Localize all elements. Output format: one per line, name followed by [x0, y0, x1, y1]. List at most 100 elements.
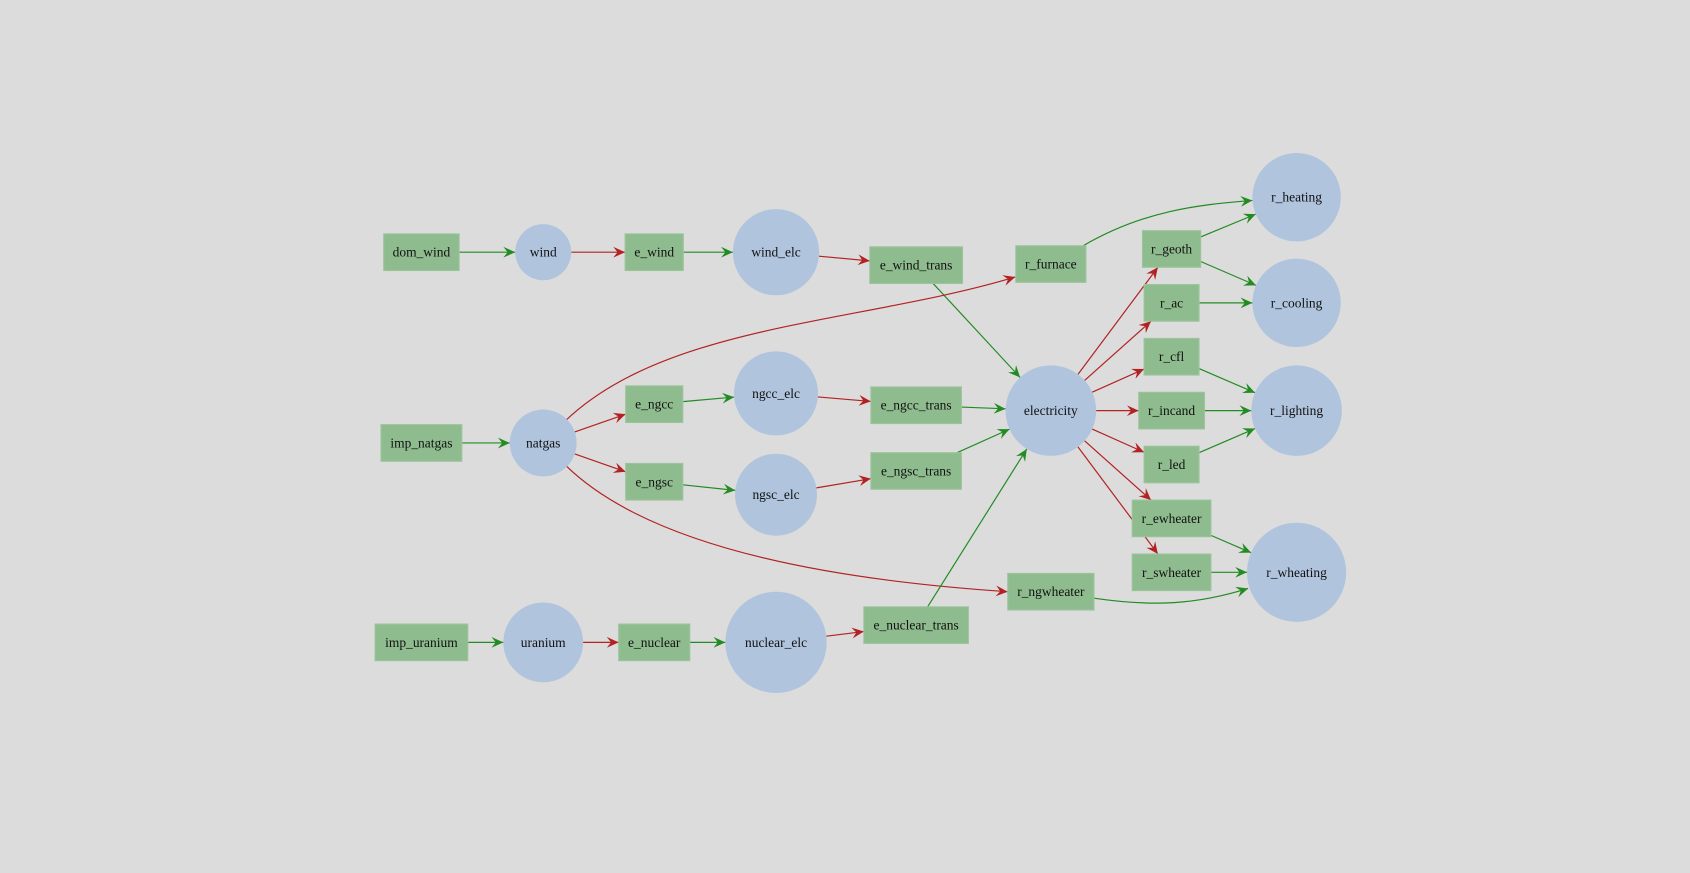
node-imp-natgas[interactable]: imp_natgas	[380, 424, 463, 462]
commodity-circle	[732, 209, 820, 296]
node-label: nuclear_elc	[745, 635, 807, 650]
node-label: dom_wind	[393, 245, 451, 260]
node-label: r_cfl	[1159, 349, 1185, 364]
process-box	[618, 623, 691, 662]
process-box	[1131, 553, 1212, 592]
edge-natgas-to-r_ngwheater	[565, 465, 1008, 597]
node-label: e_ngsc	[636, 474, 673, 489]
node-wind[interactable]: wind	[515, 224, 572, 281]
node-electricity[interactable]: electricity	[1005, 365, 1097, 456]
process-box	[1143, 445, 1200, 484]
node-label: r_lighting	[1270, 403, 1323, 418]
node-label: e_nuclear_trans	[874, 618, 959, 633]
edge-e_nuclear_trans-to-electricity	[927, 448, 1028, 608]
process-box	[1143, 337, 1200, 376]
edge-ngsc_elc-to-e_ngsc_trans	[816, 475, 871, 489]
node-label: r_ngwheater	[1017, 584, 1085, 599]
node-label: electricity	[1024, 403, 1078, 418]
node-label: e_nuclear	[628, 635, 681, 650]
node-ngcc-elc[interactable]: ngcc_elc	[733, 351, 819, 436]
node-label: e_ngcc	[635, 397, 673, 412]
node-label: e_ngsc_trans	[881, 463, 951, 478]
node-uranium[interactable]: uranium	[503, 602, 584, 683]
node-r-geoth[interactable]: r_geoth	[1141, 230, 1202, 268]
node-r-lighting[interactable]: r_lighting	[1251, 365, 1342, 456]
node-wind-elc[interactable]: wind_elc	[732, 209, 820, 296]
node-label: wind	[530, 245, 557, 260]
process-box	[374, 623, 469, 662]
commodity-circle	[725, 591, 827, 694]
node-r-cooling[interactable]: r_cooling	[1252, 258, 1341, 348]
commodity-circle	[509, 409, 577, 477]
commodity-circle	[1252, 153, 1341, 242]
node-label: r_wheating	[1266, 565, 1327, 580]
edge-r_ewheater-to-r_wheating	[1210, 534, 1252, 554]
edge-nuclear_elc-to-e_nuclear_trans	[826, 627, 864, 639]
process-box	[870, 452, 962, 490]
node-e-ngcc[interactable]: e_ngcc	[625, 385, 684, 424]
commodity-circle	[1005, 365, 1097, 456]
process-box	[870, 386, 962, 425]
node-r-wheating[interactable]: r_wheating	[1247, 522, 1347, 622]
node-label: wind_elc	[751, 245, 800, 260]
node-ngsc-elc[interactable]: ngsc_elc	[735, 453, 817, 536]
node-r-swheater[interactable]: r_swheater	[1131, 553, 1212, 592]
node-label: ngsc_elc	[752, 487, 799, 502]
node-label: r_furnace	[1025, 257, 1077, 272]
process-box	[380, 424, 463, 462]
node-e-ngsc[interactable]: e_ngsc	[625, 462, 684, 501]
node-e-wind[interactable]: e_wind	[624, 233, 684, 272]
node-label: ngcc_elc	[752, 386, 800, 401]
node-r-ac[interactable]: r_ac	[1143, 283, 1200, 322]
node-e-wind-trans[interactable]: e_wind_trans	[869, 246, 964, 284]
commodity-circle	[503, 602, 584, 683]
edge-wind_elc-to-e_wind_trans	[818, 254, 870, 266]
edge-e_ngcc-to-ngcc_elc	[682, 392, 735, 404]
node-label: natgas	[526, 435, 560, 450]
node-label: r_swheater	[1142, 565, 1202, 580]
node-label: imp_natgas	[390, 435, 452, 450]
node-r-furnace[interactable]: r_furnace	[1015, 245, 1087, 283]
node-r-incand[interactable]: r_incand	[1138, 391, 1205, 430]
node-r-ngwheater[interactable]: r_ngwheater	[1007, 572, 1095, 611]
node-label: r_heating	[1271, 190, 1322, 205]
edge-electricity-to-r_ac	[1084, 320, 1152, 381]
node-e-ngcc-trans[interactable]: e_ngcc_trans	[870, 386, 962, 425]
node-label: r_geoth	[1151, 241, 1192, 256]
node-r-ewheater[interactable]: r_ewheater	[1131, 499, 1212, 538]
node-natgas[interactable]: natgas	[509, 409, 577, 477]
process-box	[624, 233, 684, 272]
node-r-led[interactable]: r_led	[1143, 445, 1200, 484]
node-dom-wind[interactable]: dom_wind	[383, 233, 460, 272]
node-r-heating[interactable]: r_heating	[1252, 153, 1341, 242]
process-box	[1143, 283, 1200, 322]
process-box	[625, 385, 684, 424]
node-e-nuclear-trans[interactable]: e_nuclear_trans	[863, 606, 969, 644]
edge-natgas-to-e_ngcc	[574, 412, 626, 433]
edge-ngcc_elc-to-e_ngcc_trans	[817, 395, 871, 406]
node-imp-uranium[interactable]: imp_uranium	[374, 623, 469, 662]
edge-r_ngwheater-to-r_wheating	[1093, 586, 1249, 604]
node-nuclear-elc[interactable]: nuclear_elc	[725, 591, 827, 694]
process-box	[1007, 572, 1095, 611]
edge-r_geoth-to-r_cooling	[1200, 260, 1257, 286]
edge-e_wind_trans-to-electricity	[932, 283, 1021, 378]
process-box	[863, 606, 969, 644]
node-label: r_incand	[1148, 403, 1195, 418]
edge-r_cfl-to-r_lighting	[1198, 368, 1256, 394]
edge-natgas-to-r_furnace	[565, 275, 1016, 421]
edge-r_geoth-to-r_heating	[1200, 213, 1257, 238]
node-e-ngsc-trans[interactable]: e_ngsc_trans	[870, 452, 962, 490]
node-label: r_cooling	[1271, 295, 1323, 310]
node-label: r_led	[1158, 457, 1186, 472]
edge-e_ngsc-to-ngsc_elc	[682, 483, 736, 495]
node-label: r_ewheater	[1142, 511, 1202, 526]
edge-e_ngsc_trans-to-electricity	[956, 428, 1010, 454]
commodity-circle	[735, 453, 817, 536]
node-label: uranium	[521, 635, 566, 650]
node-e-nuclear[interactable]: e_nuclear	[618, 623, 691, 662]
node-r-cfl[interactable]: r_cfl	[1143, 337, 1200, 376]
nodes-layer: dom_wind wind e_wind wind_elc e_wind_trans r_…	[374, 153, 1347, 694]
